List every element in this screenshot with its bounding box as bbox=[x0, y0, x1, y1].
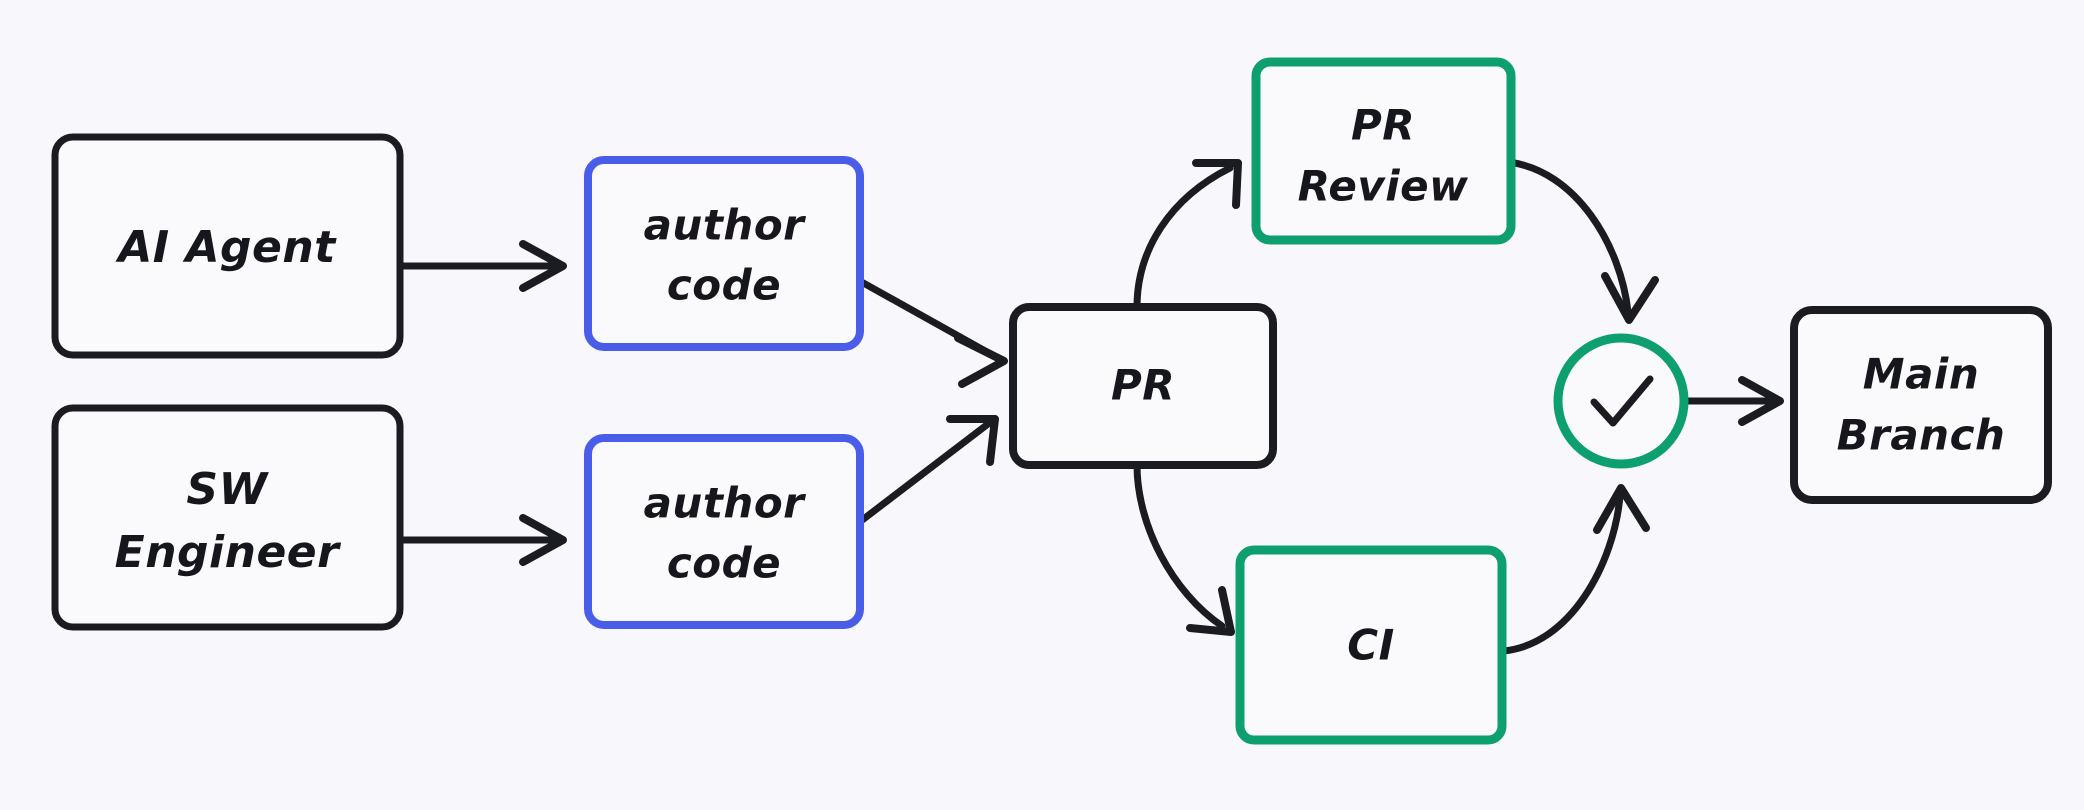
node-pr-review[interactable]: PR Review bbox=[1251, 57, 1516, 245]
main-branch-label-line1: Main bbox=[1863, 350, 1979, 399]
edge-ci-to-check bbox=[1499, 484, 1650, 655]
edge-pr-to-ci bbox=[1133, 461, 1235, 636]
pr-review-label-line2: Review bbox=[1298, 162, 1469, 211]
edge-pr-to-pr-review bbox=[1133, 159, 1242, 311]
node-ci[interactable]: CI bbox=[1235, 545, 1507, 745]
main-branch-box bbox=[1790, 306, 2052, 504]
author-code-bottom-label-line2: code bbox=[667, 539, 781, 588]
ai-agent-box bbox=[51, 133, 404, 359]
edge-author-code-bottom-to-pr bbox=[853, 415, 999, 528]
check-gate-circle bbox=[1553, 333, 1689, 469]
node-author-code-top[interactable]: author code bbox=[584, 156, 864, 351]
pr-review-label-line1: PR bbox=[1351, 101, 1415, 150]
pr-box bbox=[1009, 303, 1277, 469]
pr-review-box bbox=[1251, 57, 1516, 245]
node-pr[interactable]: PR bbox=[1009, 303, 1277, 469]
edge-ai-agent-to-author-code bbox=[398, 240, 567, 292]
author-code-bottom-label-line1: author bbox=[644, 479, 807, 528]
sw-engineer-box bbox=[51, 404, 404, 631]
node-ai-agent[interactable]: AI Agent bbox=[51, 133, 404, 359]
author-code-top-box bbox=[584, 156, 864, 351]
edge-check-to-main-branch bbox=[1680, 376, 1784, 426]
ai-agent-label: AI Agent bbox=[115, 222, 337, 273]
node-main-branch[interactable]: Main Branch bbox=[1790, 306, 2052, 504]
ci-label: CI bbox=[1347, 621, 1394, 670]
pr-label: PR bbox=[1111, 361, 1175, 410]
author-code-bottom-box bbox=[584, 434, 864, 629]
node-check-gate[interactable] bbox=[1553, 333, 1689, 469]
author-code-top-label-line2: code bbox=[667, 261, 781, 310]
check-icon bbox=[1590, 375, 1654, 427]
edge-sw-engineer-to-author-code bbox=[398, 514, 567, 566]
ci-box bbox=[1235, 545, 1507, 745]
node-sw-engineer[interactable]: SW Engineer bbox=[51, 404, 404, 631]
edge-pr-review-to-check bbox=[1504, 158, 1659, 324]
main-branch-label-line2: Branch bbox=[1837, 411, 2006, 460]
node-author-code-bottom[interactable]: author code bbox=[584, 434, 864, 629]
sw-engineer-label-line1: SW bbox=[186, 464, 269, 515]
edge-author-code-top-to-pr bbox=[854, 276, 1008, 388]
author-code-top-label-line1: author bbox=[644, 201, 807, 250]
sw-engineer-label-line2: Engineer bbox=[115, 527, 341, 578]
